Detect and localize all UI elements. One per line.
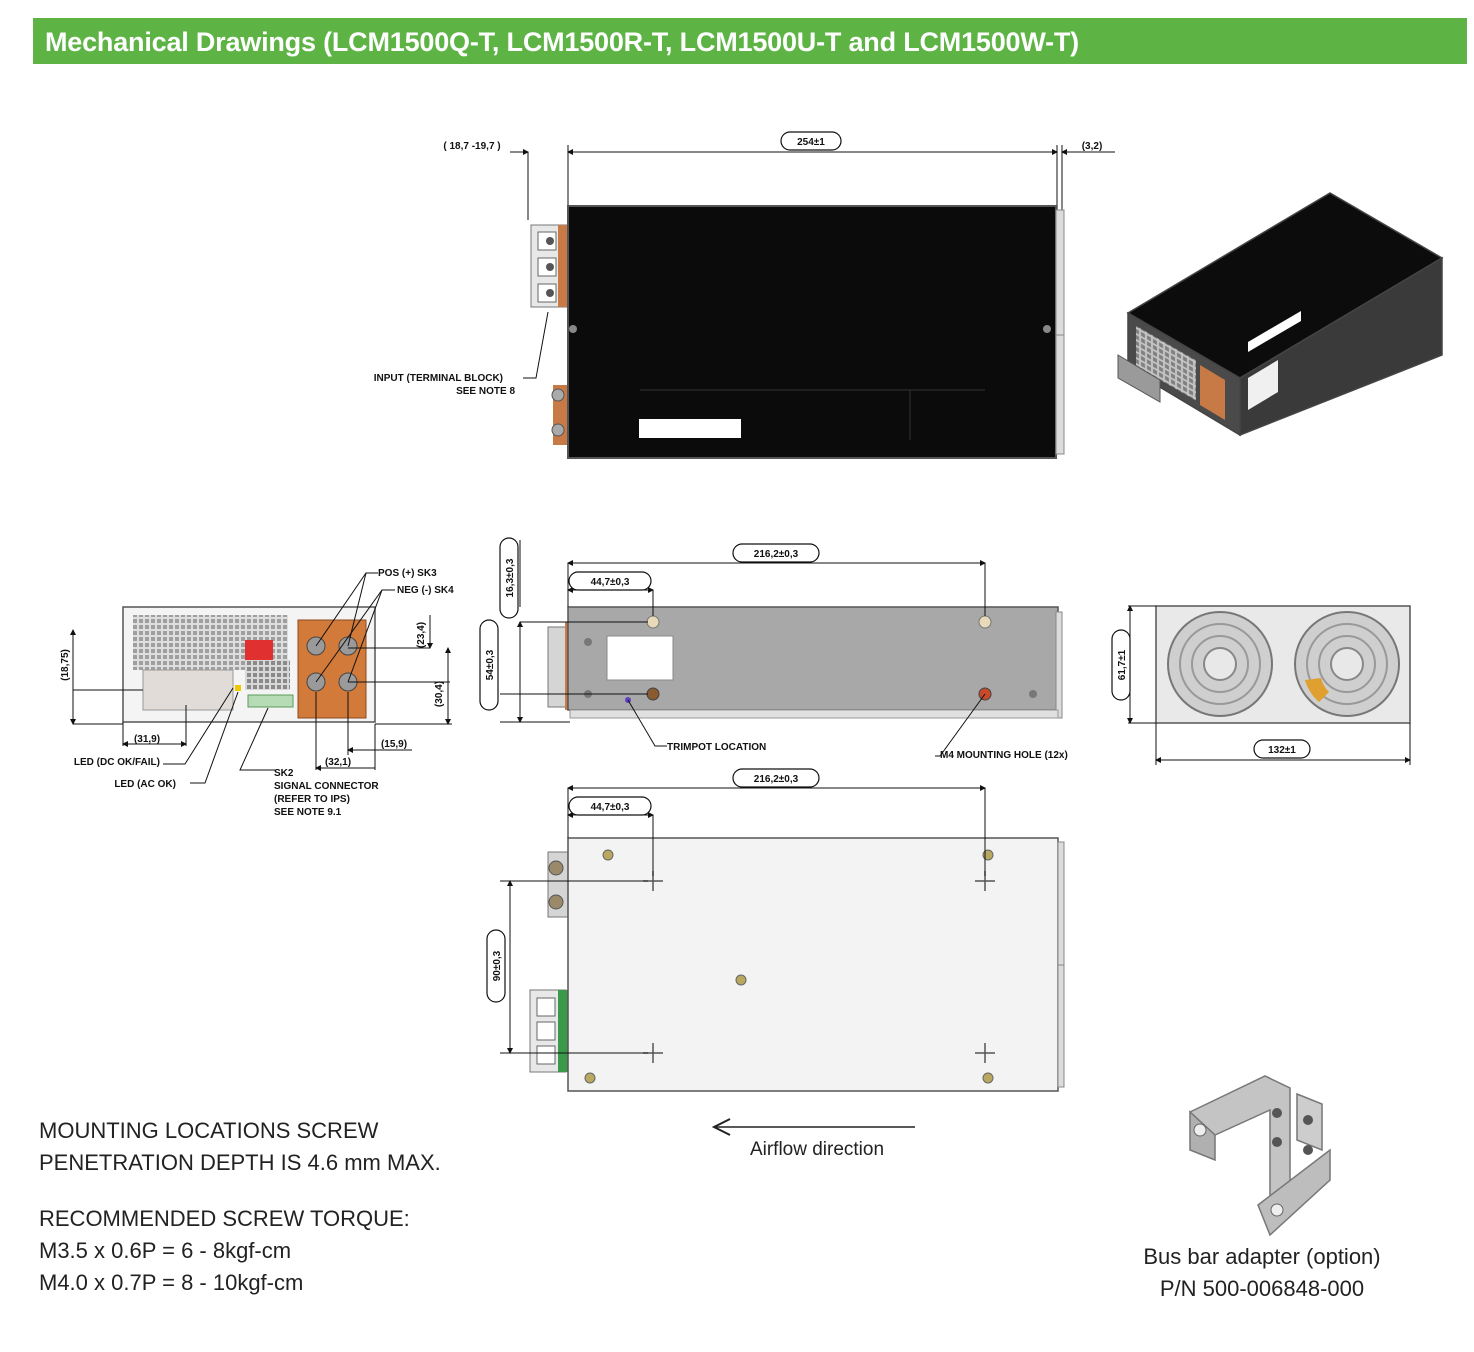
page-header: Mechanical Drawings (LCM1500Q-T, LCM1500… bbox=[33, 18, 1467, 64]
dim-front-h1: (18,75) bbox=[60, 649, 71, 681]
dim-side-hole-spacing: 54±0,3 bbox=[485, 649, 496, 680]
note-line: M4.0 x 0.7P = 8 - 10kgf-cm bbox=[39, 1270, 304, 1295]
dim-bottom-first-hole: 44,7±0,3 bbox=[591, 802, 630, 813]
callout-led-dc: LED (DC OK/FAIL) bbox=[74, 757, 160, 768]
busbar-caption: Bus bar adapter (option) P/N 500-006848-… bbox=[1112, 1241, 1412, 1305]
dim-top-length: 254±1 bbox=[797, 137, 825, 148]
callout-mounting-hole: M4 MOUNTING HOLE (12x) bbox=[940, 750, 1068, 761]
note-line: RECOMMENDED SCREW TORQUE: bbox=[39, 1206, 410, 1231]
dim-top-left-offset: ( 18,7 -19,7 ) bbox=[443, 141, 500, 152]
callout-input-line2: SEE NOTE 8 bbox=[456, 386, 515, 397]
busbar-adapter-image bbox=[1188, 1075, 1331, 1237]
callout-led-ac: LED (AC OK) bbox=[114, 779, 176, 790]
screw-torque-note: RECOMMENDED SCREW TORQUE: M3.5 x 0.6P = … bbox=[39, 1203, 410, 1299]
note-line: PENETRATION DEPTH IS 4.6 mm MAX. bbox=[39, 1150, 441, 1175]
callout-trimpot: TRIMPOT LOCATION bbox=[667, 742, 766, 753]
callout-input-line1: INPUT (TERMINAL BLOCK) bbox=[374, 373, 503, 384]
mounting-hole bbox=[978, 615, 992, 629]
terminal-block bbox=[537, 231, 557, 303]
mounting-hole bbox=[646, 687, 660, 701]
mounting-hole bbox=[646, 615, 660, 629]
front-view: (18,75) (23,4) (30,4) (31,9) (32,1) (15,… bbox=[60, 568, 454, 818]
dim-front-w2: (32,1) bbox=[325, 757, 351, 768]
side-view: 216,2±0,3 44,7±0,3 16,3±0,3 54±0,3 TRIMP… bbox=[479, 537, 1068, 761]
busbar-caption-line2: P/N 500-006848-000 bbox=[1159, 1276, 1365, 1301]
dim-side-span: 216,2±0,3 bbox=[754, 549, 799, 560]
fan-right bbox=[1294, 611, 1400, 717]
dim-bottom-hole-spacing: 90±0,3 bbox=[492, 950, 503, 981]
callout-sk2-line3: (REFER TO IPS) bbox=[274, 794, 350, 805]
callout-pos: POS (+) SK3 bbox=[378, 568, 437, 579]
dim-end-width: 132±1 bbox=[1268, 745, 1296, 756]
dim-end-height: 61,7±1 bbox=[1117, 649, 1128, 680]
screw-depth-note: MOUNTING LOCATIONS SCREW PENETRATION DEP… bbox=[39, 1115, 441, 1179]
page-title: Mechanical Drawings (LCM1500Q-T, LCM1500… bbox=[45, 27, 1079, 57]
dim-side-top-height: 16,3±0,3 bbox=[505, 558, 516, 597]
dim-side-first-hole: 44,7±0,3 bbox=[591, 577, 630, 588]
isometric-view bbox=[1117, 192, 1444, 437]
note-line: MOUNTING LOCATIONS SCREW bbox=[39, 1118, 379, 1143]
callout-sk2-line1: SK2 bbox=[274, 768, 294, 779]
fan-view: 61,7±1 132±1 bbox=[1111, 605, 1411, 765]
dim-front-w3: (15,9) bbox=[381, 739, 407, 750]
airflow-arrow bbox=[711, 1118, 915, 1136]
airflow-label: Airflow direction bbox=[750, 1139, 884, 1160]
callout-sk2-line2: SIGNAL CONNECTOR bbox=[274, 781, 379, 792]
dim-bottom-span: 216,2±0,3 bbox=[754, 774, 799, 785]
bottom-view: 216,2±0,3 44,7±0,3 90±0,3 bbox=[486, 768, 1065, 1092]
dim-front-h2: (23,4) bbox=[416, 622, 427, 648]
top-view: 254±1 ( 18,7 -19,7 ) (3,2) INPUT (TERMIN… bbox=[374, 131, 1115, 459]
fan-left bbox=[1167, 611, 1273, 717]
label-plate bbox=[639, 419, 741, 438]
signal-connector bbox=[247, 694, 294, 708]
callout-neg: NEG (-) SK4 bbox=[397, 585, 454, 596]
note-line: M3.5 x 0.6P = 6 - 8kgf-cm bbox=[39, 1238, 292, 1263]
dim-front-h3: (30,4) bbox=[434, 681, 445, 707]
dim-front-w1: (31,9) bbox=[134, 734, 160, 745]
busbar-caption-line1: Bus bar adapter (option) bbox=[1143, 1244, 1381, 1269]
callout-sk2-line4: SEE NOTE 9.1 bbox=[274, 807, 342, 818]
dim-top-right-offset: (3,2) bbox=[1082, 141, 1103, 152]
